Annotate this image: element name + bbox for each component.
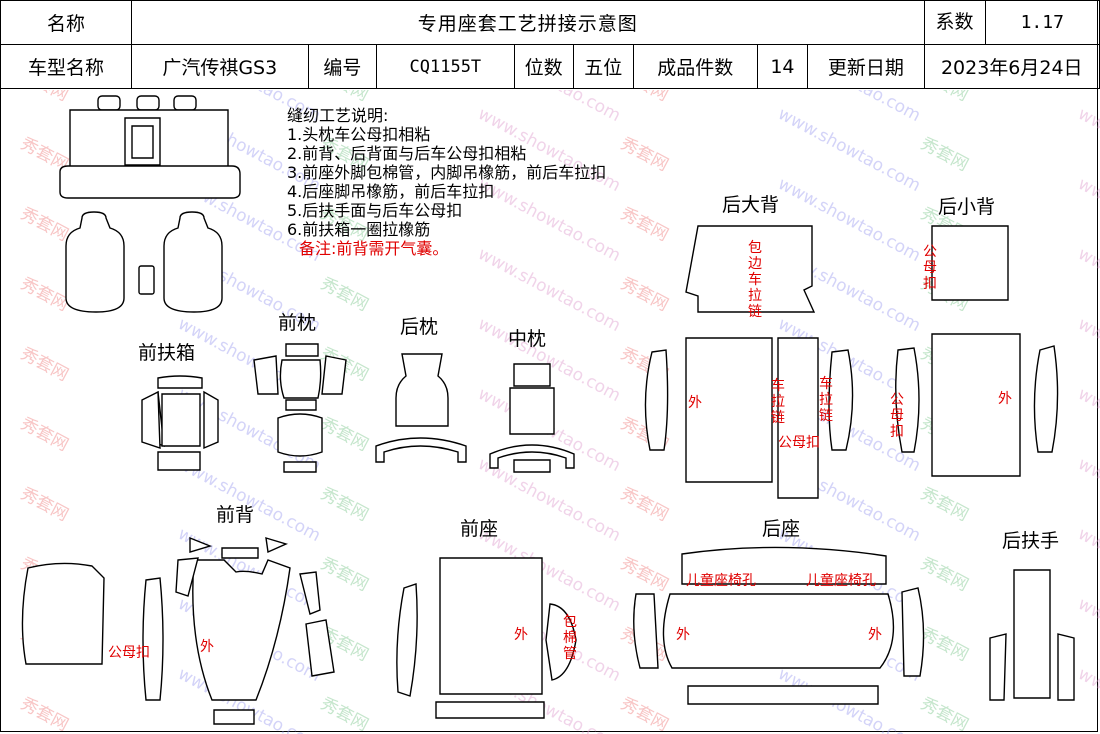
coef-value: 1.17: [1020, 12, 1064, 33]
annotation-outer-front-seat: 外: [514, 627, 528, 643]
notes-remark: 备注:前背需开气囊。: [299, 239, 449, 258]
annotation-snap-small-back-top: 公母扣: [923, 244, 937, 292]
annotation-outer-rear-seat-left: 外: [676, 627, 690, 643]
label-front-seat: 前座: [460, 518, 499, 540]
rear-armrest-pieces: [989, 569, 1075, 701]
rear-small-back-pieces: [895, 225, 1059, 477]
front-armrest-box-pieces: [141, 375, 219, 471]
seats-value: 五位: [572, 44, 634, 89]
name-label: 名称: [0, 0, 133, 45]
header-table: 名称 专用座套工艺拼接示意图 系数 1.17 车型名称 广汽传祺GS3 编号 C…: [0, 0, 1100, 89]
annotation-cotton-tube: 包棉管: [563, 614, 577, 662]
annotation-edge-zipper: 包边车拉链: [748, 240, 762, 320]
note-item-2: 2.前背、后背面与后车公母扣相粘: [287, 144, 527, 163]
annotation-outer-front-back: 外: [200, 639, 214, 655]
label-middle-headrest: 中枕: [508, 328, 547, 350]
annotation-child-seat-hole-left: 儿童座椅孔: [686, 573, 756, 589]
rear-seat-preview: [59, 95, 241, 199]
rear-seat-pieces: [633, 546, 925, 705]
annotation-child-seat-hole-right: 儿童座椅孔: [806, 573, 876, 589]
code-label: 编号: [307, 44, 378, 89]
coef-label: 系数: [925, 1, 986, 44]
annotation-snap-big-back: 公母扣: [778, 435, 820, 451]
annotation-outer-rear-seat-right: 外: [868, 627, 882, 643]
front-back-pieces: [21, 536, 335, 725]
model-label: 车型名称: [0, 44, 133, 89]
note-item-5: 5.后扶手面与后车公母扣: [287, 201, 463, 220]
label-front-headrest: 前枕: [278, 312, 317, 334]
label-rear-armrest: 后扶手: [1002, 530, 1060, 552]
pattern-diagram: [21, 95, 1075, 725]
coef-cell: 系数 1.17: [923, 0, 1100, 45]
note-item-6: 6.前扶箱一圈拉橡筋: [287, 220, 431, 239]
pieces-label: 成品件数: [632, 44, 758, 89]
annotation-snap-front-back: 公母扣: [108, 645, 150, 661]
update-label: 更新日期: [807, 44, 925, 89]
annotation-outer-small-back: 外: [998, 391, 1012, 407]
note-item-1: 1.头枕车公母扣相粘: [287, 125, 431, 144]
annotation-zipper-left: 车拉链: [771, 378, 785, 426]
note-item-3: 3.前座外脚包棉管，内脚吊橡筋，前后车拉扣: [287, 163, 607, 182]
rear-headrest-pieces: [375, 353, 467, 463]
middle-headrest-pieces: [489, 363, 575, 473]
front-seat-pieces: [396, 557, 577, 719]
annotation-outer-big-back: 外: [688, 395, 702, 411]
label-rear-seat: 后座: [762, 518, 801, 540]
rear-big-back-pieces: [644, 225, 854, 499]
update-value: 2023年6月24日: [923, 44, 1100, 89]
code-value: CQ1155T: [376, 44, 515, 89]
label-rear-small-back: 后小背: [938, 196, 996, 218]
header-row-1: 名称 专用座套工艺拼接示意图 系数 1.17: [0, 0, 1100, 45]
header-row-2: 车型名称 广汽传祺GS3 编号 CQ1155T 位数 五位 成品件数 14 更新…: [0, 44, 1100, 89]
label-front-armrest-box: 前扶箱: [138, 342, 196, 364]
note-item-4: 4.后座脚吊橡筋，前后车拉扣: [287, 182, 495, 201]
notes-title: 缝纫工艺说明:: [287, 106, 389, 125]
page-title: 专用座套工艺拼接示意图: [131, 0, 925, 45]
pieces-value: 14: [756, 44, 809, 89]
sewing-notes: 缝纫工艺说明: 1.头枕车公母扣相粘 2.前背、后背面与后车公母扣相粘 3.前座…: [287, 106, 606, 258]
label-rear-headrest: 后枕: [400, 316, 439, 338]
label-rear-big-back: 后大背: [722, 194, 780, 216]
annotation-zipper-right: 车拉链: [819, 376, 833, 424]
front-seat-preview: [65, 211, 223, 313]
front-headrest-pieces: [253, 343, 347, 473]
model-value: 广汽传祺GS3: [131, 44, 309, 89]
label-front-back: 前背: [216, 504, 255, 526]
annotation-snap-small-back-side: 公母扣: [890, 392, 904, 440]
seats-label: 位数: [513, 44, 574, 89]
